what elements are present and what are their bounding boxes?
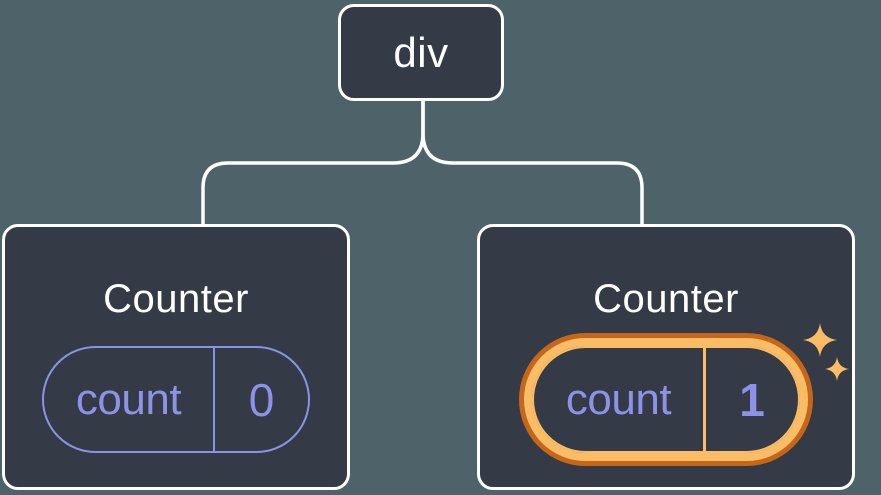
counter-right-title: Counter [593, 277, 739, 321]
sparkles-icon [803, 323, 849, 381]
counter-left-state-key: count [75, 374, 182, 424]
counter-right-state-pill: count 1 [532, 346, 800, 453]
counter-right-state-key: count [565, 374, 672, 424]
counter-left-state-pill: count 0 [42, 346, 310, 453]
counter-left-title: Counter [103, 277, 249, 321]
root-node-div: div [338, 4, 504, 101]
counter-left-state-value: 0 [213, 348, 308, 451]
counter-node-left: Counter count 0 [2, 224, 350, 490]
counter-node-right: Counter count 1 [477, 224, 855, 490]
counter-right-state-value: 1 [703, 348, 798, 451]
connector-right-branch [421, 101, 644, 226]
root-node-label: div [393, 28, 449, 76]
connector-left-branch [201, 101, 425, 226]
